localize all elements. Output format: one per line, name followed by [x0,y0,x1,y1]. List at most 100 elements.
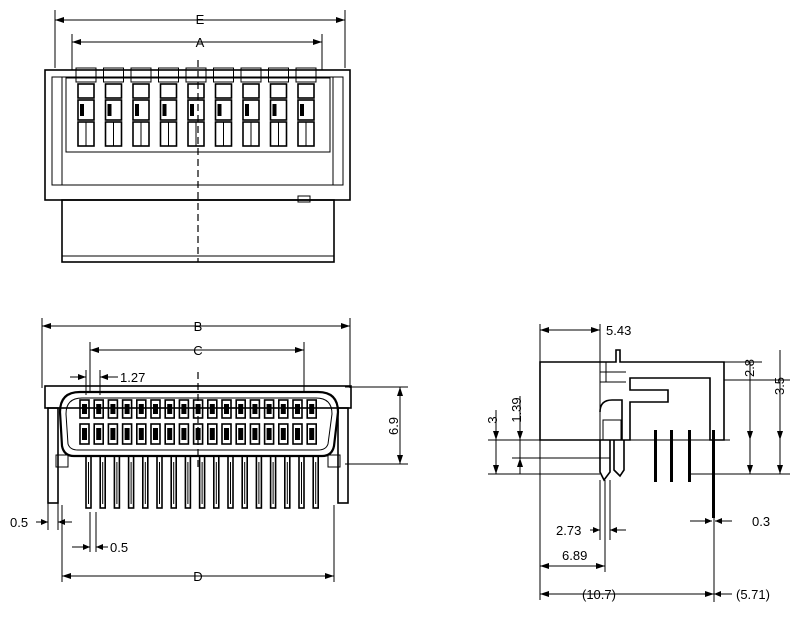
front-contact-lower [235,423,246,445]
front-contact-lower-mark [280,428,286,440]
dim-pin-width-label: 0.5 [110,540,128,555]
front-contact-lower [207,423,218,445]
front-contact-upper-mark [209,404,215,414]
top-contact-tab [75,67,97,83]
front-contact-upper-mark [266,404,272,414]
top-contact-tab [240,67,262,83]
front-contact-upper [93,399,104,419]
dimension-35: 3.5 [714,350,790,475]
dim-571-label: (5.71) [736,587,770,602]
front-pin [227,455,234,509]
front-pin [127,455,135,509]
dim-b-label: B [194,319,203,334]
top-contact-upper [132,83,150,99]
front-contact-upper-mark [153,404,158,414]
front-contact-upper [150,399,161,419]
top-contact-upper [242,83,260,99]
front-contact-upper [79,399,90,419]
dim-139-label: 1.39 [509,397,524,422]
dim-35-label: 3.5 [772,377,787,395]
front-contact-upper [121,399,133,419]
top-contact-mark [272,104,277,116]
front-contact-lower-mark [96,428,102,440]
top-contact-mark [217,104,222,116]
dim-273-label: 2.73 [556,523,581,538]
front-contact-lower-mark [252,428,258,440]
top-contact-tab [185,67,207,83]
dim-height-label: 6.9 [386,417,401,435]
front-contact-lower [306,423,318,445]
front-pin-row [85,455,320,509]
front-contact-upper [178,399,190,419]
front-contact-upper-mark [295,404,300,414]
top-contact-middle [297,99,315,121]
dimension-571: (5.71) [714,587,770,602]
front-contact-upper-mark [167,404,173,414]
front-contact-lower [277,423,289,445]
front-pin [142,455,149,509]
front-contact-upper-mark [110,404,116,414]
top-contact-middle [159,99,178,121]
front-contact-upper [221,399,232,419]
dim-e-label: E [196,12,205,27]
front-contact-lower [136,423,147,445]
front-contact-lower-mark [295,428,300,440]
front-contact-lower [93,423,104,445]
front-contact-upper [136,399,147,419]
front-contact-upper-mark [238,404,244,414]
front-contact-lower [107,423,119,445]
top-view: E A [44,10,351,263]
dimension-pin-width: 0.5 [72,512,128,555]
front-pin [184,455,192,509]
dim-3-label: 3 [485,416,500,423]
dimension-height-69: 6.9 [345,386,408,465]
dimension-107: (10.7) [540,518,715,602]
front-pin [85,455,92,509]
front-contact-lower [150,423,161,445]
front-contact-upper [207,399,218,419]
dim-107-label: (10.7) [582,587,616,602]
front-contact-lower-mark [153,428,158,440]
top-contact-middle [104,99,123,121]
dimension-c: C [89,342,305,392]
front-contact-lower [164,423,175,445]
dim-c-label: C [193,343,202,358]
front-contact-lower-mark [238,428,244,440]
top-contact-upper [187,83,205,99]
front-pin [298,455,305,509]
front-pin [213,455,220,509]
top-contact-mark [300,104,304,116]
dim-a-label: A [196,35,205,50]
top-contact-middle [269,99,288,121]
front-contact-lower-mark [124,428,130,440]
front-contact-lower [221,423,232,445]
front-contact-lower [121,423,133,445]
front-contact-upper [277,399,289,419]
top-contact-upper [214,83,233,99]
front-contact-lower-mark [266,428,272,440]
dim-03-label: 0.3 [752,514,770,529]
dimension-273: 2.73 [556,480,626,540]
front-pin [170,455,177,509]
dimension-left-offset: 0.5 [10,503,72,530]
dimension-pitch: 1.27 [70,370,145,395]
front-pin [113,455,121,509]
dimension-e: E [54,10,346,68]
front-contact-lower-mark [110,428,116,440]
front-contact-lower [263,423,275,445]
top-contact-middle [214,99,233,121]
dimension-28: 2.8 [688,359,762,475]
front-pin [241,455,248,509]
top-contact-mark [190,104,194,116]
top-contact-upper [159,83,178,99]
front-contact-lower-mark [309,428,315,440]
front-contact-upper-mark [309,404,315,414]
top-contact-middle [242,99,260,121]
front-contact-lower-mark [167,428,173,440]
dimension-03: 0.3 [690,514,770,529]
side-body [539,349,725,482]
front-contact-upper-mark [82,404,87,414]
dimension-d: D [61,505,335,584]
